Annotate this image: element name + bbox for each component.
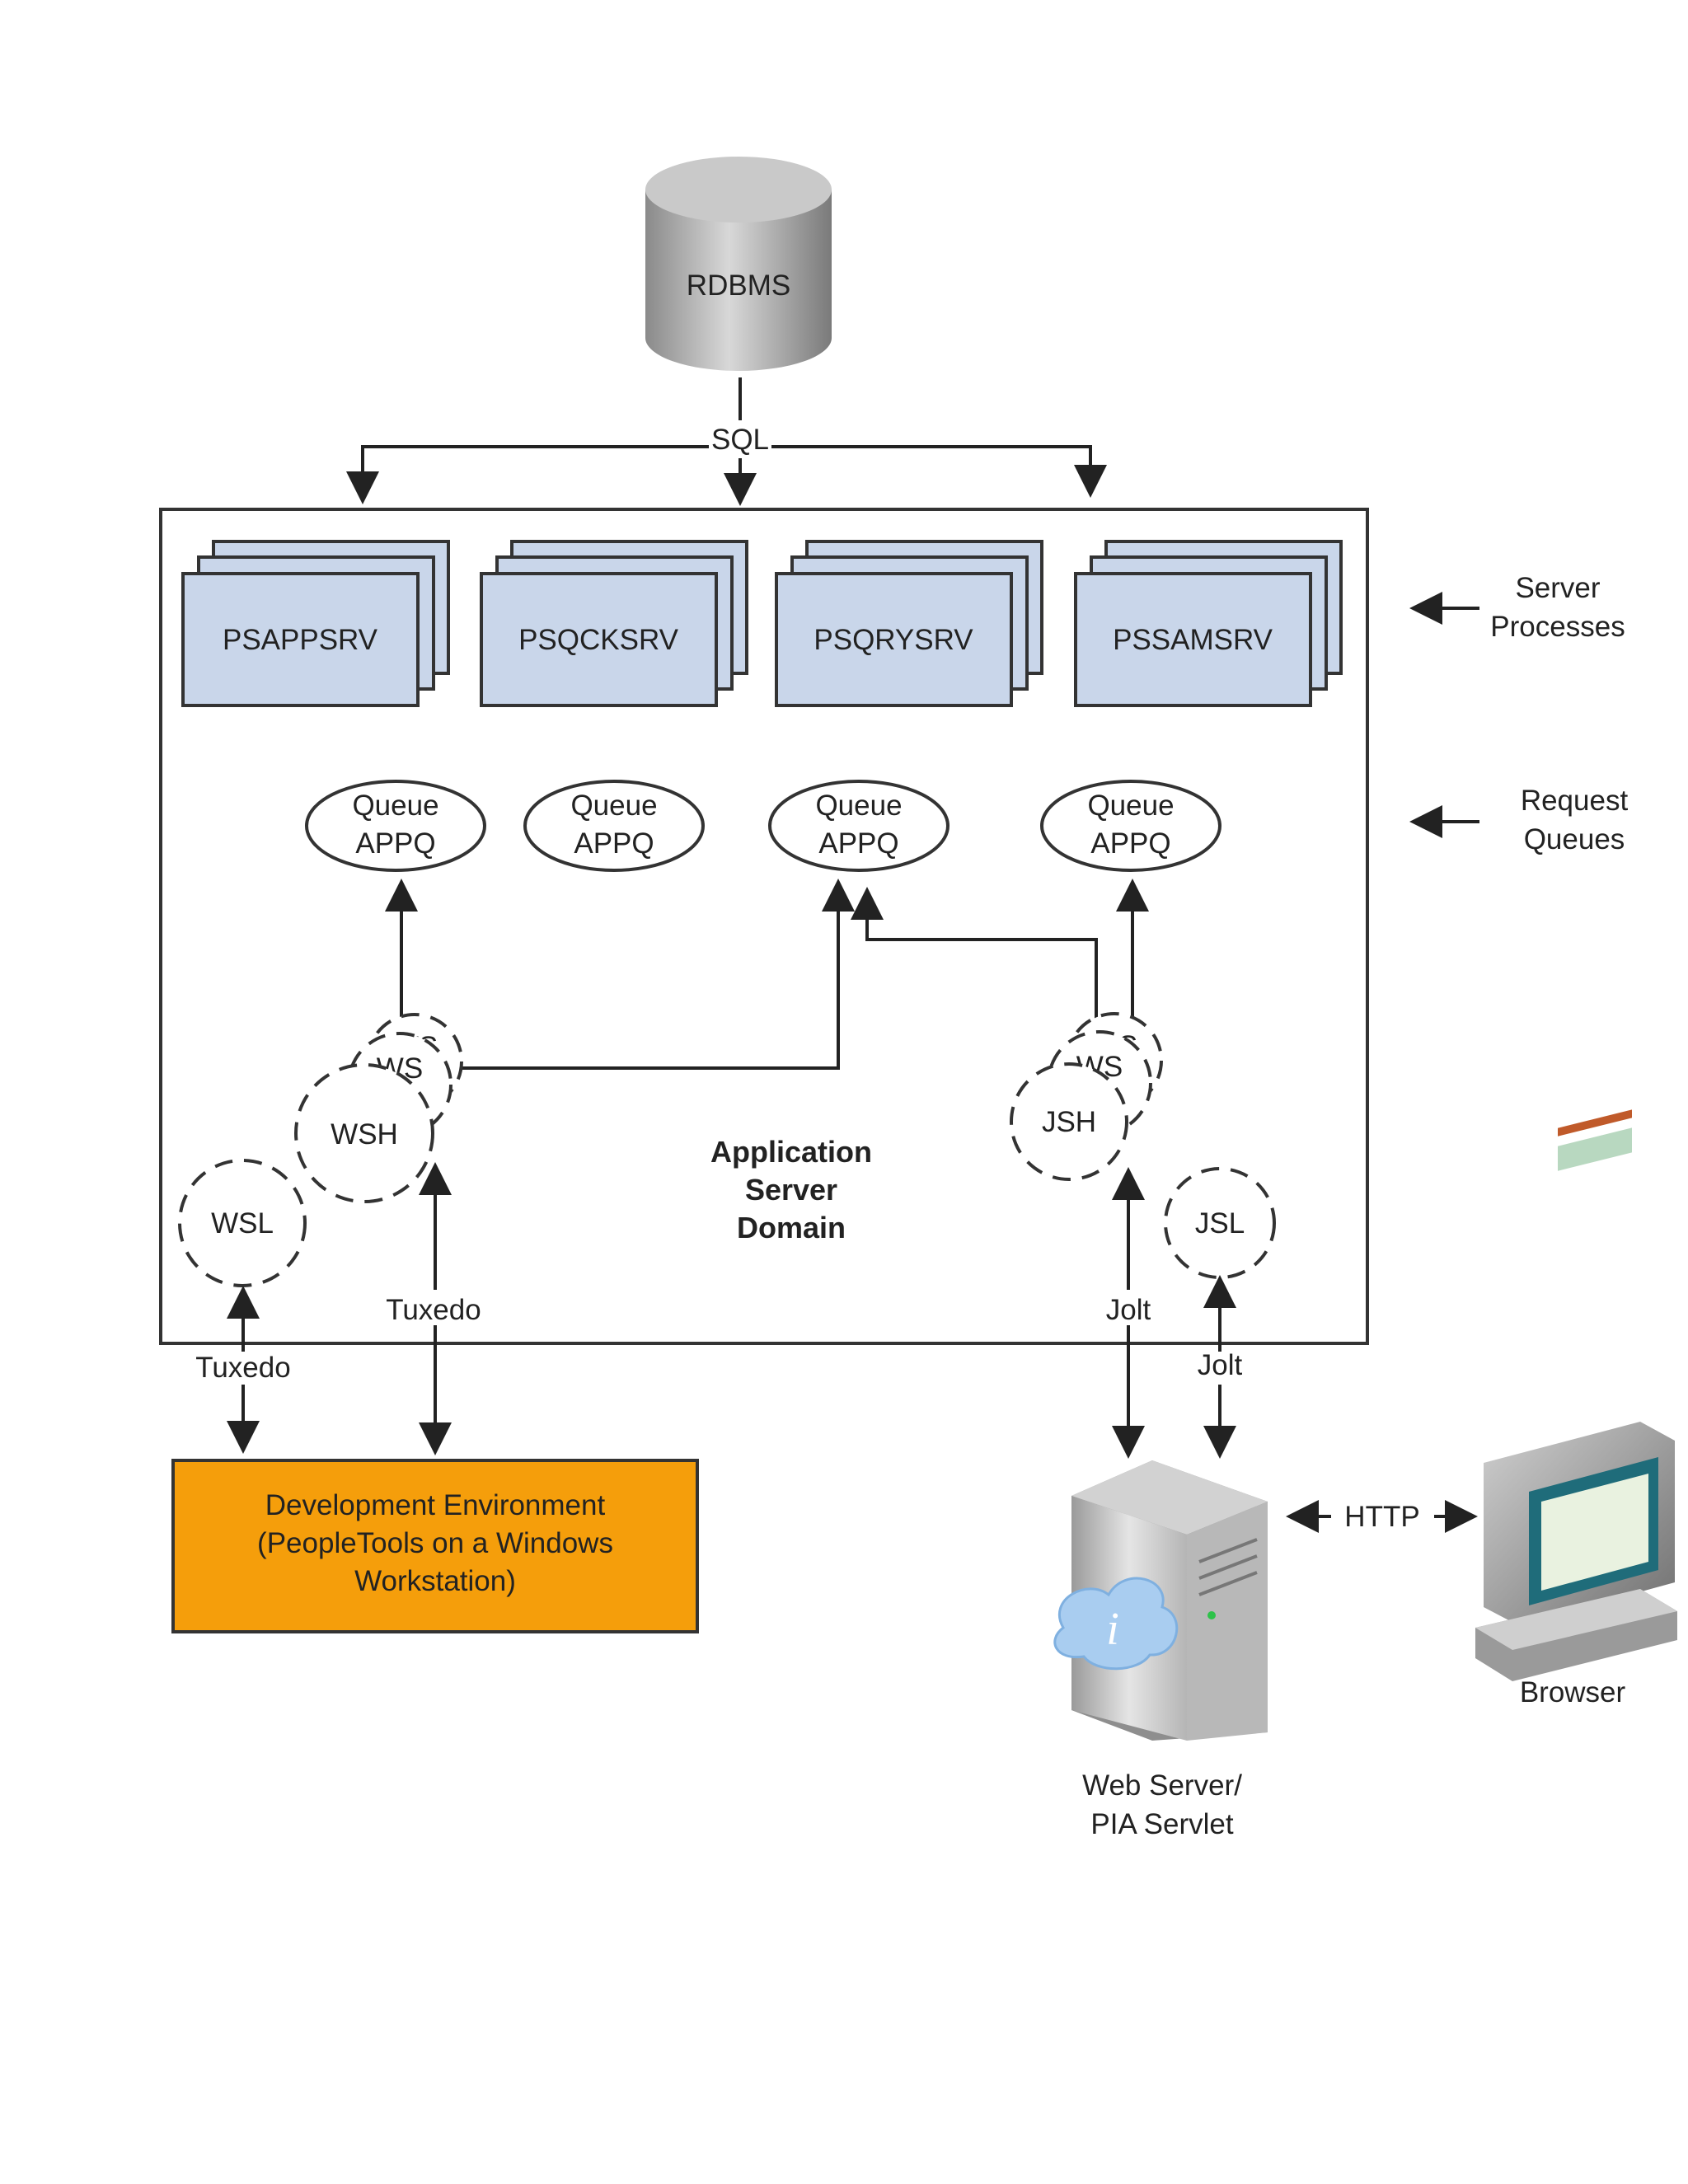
wsh-handler-stack: WS WS WSH [294,1013,463,1203]
queue-appq-4: Queue APPQ [1040,780,1221,872]
process-label-psqrysrv: PSQRYSRV [814,624,973,656]
svg-text:APPQ: APPQ [818,827,898,860]
svg-text:APPQ: APPQ [574,827,654,860]
svg-text:i: i [1106,1604,1119,1655]
tuxedo-outer-label: Tuxedo [195,1352,290,1384]
legend-request-queues: Request Queues [1409,785,1629,855]
http-connection: HTTP [1286,1500,1478,1533]
svg-text:WSL: WSL [211,1207,274,1240]
server-process-psappsrv: PSAPPSRV [181,540,450,707]
info-cloud-icon [1053,1577,1179,1671]
jolt-inner-label: Jolt [1106,1294,1151,1326]
queue-appq-3: Queue APPQ [768,780,950,872]
rdbms-database-icon: RDBMS [645,157,832,371]
svg-text:Queue: Queue [352,790,438,822]
svg-text:JSL: JSL [1195,1207,1245,1240]
tuxedo-inner-label: Tuxedo [386,1294,481,1326]
wsl-listener: WSL [178,1159,307,1287]
svg-text:Processes: Processes [1490,611,1625,643]
jolt-connections: Jolt Jolt [1106,1167,1243,1459]
tuxedo-connections: Tuxedo Tuxedo [195,1162,481,1455]
svg-text:Queue: Queue [815,790,902,822]
queue-appq-2: Queue APPQ [523,780,705,872]
process-label-psqcksrv: PSQCKSRV [518,624,679,656]
svg-text:Development Environment: Development Environment [265,1489,606,1521]
svg-text:(PeopleTools on a Windows: (PeopleTools on a Windows [257,1527,613,1559]
svg-text:Web Server/: Web Server/ [1082,1769,1242,1802]
http-label: HTTP [1344,1501,1419,1533]
svg-text:Server: Server [745,1173,837,1207]
jsh-handler-stack: WS WS JSH [1010,1012,1163,1181]
browser-computer-icon [1475,1109,1677,1681]
svg-text:Application: Application [710,1135,872,1169]
web-server-icon: i [1053,1460,1268,1741]
development-environment-box: Development Environment (PeopleTools on … [171,1459,699,1633]
svg-text:PIA Servlet: PIA Servlet [1090,1808,1233,1840]
svg-text:APPQ: APPQ [355,827,435,860]
svg-text:Queue: Queue [570,790,657,822]
process-label-pssamsrv: PSSAMSRV [1113,624,1273,656]
svg-text:Queues: Queues [1524,823,1625,855]
web-server-label: Web Server/ PIA Servlet [1082,1769,1242,1840]
svg-text:Server: Server [1515,572,1600,604]
rdbms-label: RDBMS [687,269,790,302]
server-process-psqcksrv: PSQCKSRV [480,540,748,707]
svg-text:APPQ: APPQ [1090,827,1170,860]
server-process-psqrysrv: PSQRYSRV [775,540,1043,707]
process-label-psappsrv: PSAPPSRV [223,624,378,656]
jolt-outer-label: Jolt [1198,1349,1243,1381]
svg-text:Domain: Domain [737,1211,846,1244]
sql-label: SQL [711,424,769,456]
svg-text:Workstation): Workstation) [354,1565,516,1597]
sql-connectors: SQL [346,377,1107,506]
server-process-pssamsrv: PSSAMSRV [1074,540,1343,707]
wsh-label: WSH [331,1118,398,1151]
jsh-label: JSH [1042,1106,1096,1138]
svg-text:Queue: Queue [1087,790,1174,822]
legend-server-processes: Server Processes [1409,572,1625,643]
browser-label: Browser [1520,1676,1626,1708]
handler-queue-connections [385,879,1149,1070]
jsl-listener: JSL [1164,1167,1276,1279]
domain-label: Application Server Domain [710,1135,872,1244]
svg-text:Request: Request [1521,785,1629,817]
queue-appq-1: Queue APPQ [305,780,486,872]
